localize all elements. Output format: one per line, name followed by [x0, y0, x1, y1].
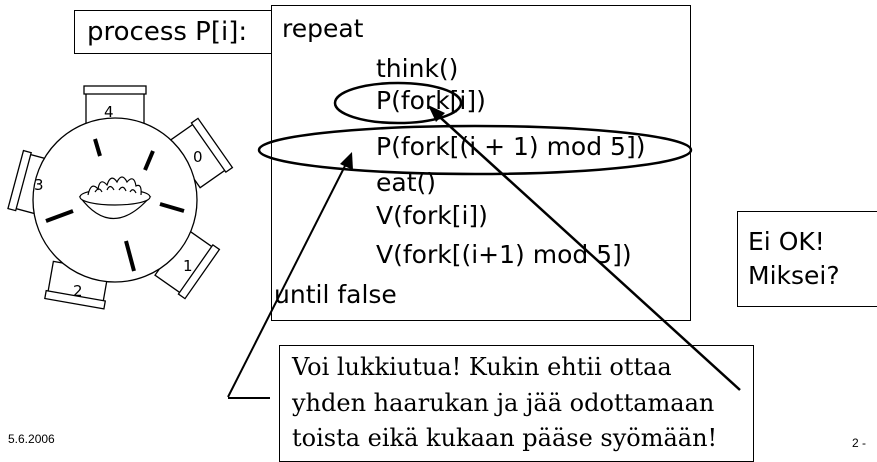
code-box: [271, 5, 691, 321]
arrow-line-right: [431, 109, 741, 391]
chair-0: [167, 117, 234, 189]
arrow-head-left: [340, 152, 353, 170]
footer-page: 2 -: [852, 436, 867, 450]
code-p-fork-next: P(fork[(i + 1) mod 5]): [376, 132, 646, 161]
arrow-line-left: [227, 159, 349, 398]
seat-number-2: 2: [73, 282, 83, 300]
question-line-1: Ei OK!: [748, 227, 825, 256]
fork-icon: [159, 202, 185, 213]
code-v-fork-next: V(fork[(i+1) mod 5]): [376, 240, 632, 269]
highlight-ellipse-p-fork-i: [333, 81, 463, 125]
code-until: until false: [274, 280, 397, 309]
note-line-1: Voi lukkiutua! Kukin ehtii ottaa: [292, 353, 672, 381]
highlight-ellipse-p-fork-next: [257, 124, 693, 176]
fork-icon: [143, 150, 155, 171]
fork-icon: [45, 209, 74, 223]
code-v-fork-i: V(fork[i]): [376, 201, 488, 230]
seat-number-3: 3: [34, 176, 44, 194]
fork-icon: [93, 138, 102, 157]
seat-number-0: 0: [193, 148, 203, 166]
question-line-2: Miksei?: [748, 261, 840, 290]
note-line-3: toista eikä kukaan pääse syömään!: [292, 424, 718, 452]
seat-number-1: 1: [183, 257, 193, 275]
salad-bowl-icon: [78, 176, 152, 220]
seat-number-4: 4: [104, 103, 114, 121]
code-think: think(): [376, 54, 459, 83]
question-box: [737, 211, 877, 307]
arrow-head-right: [428, 105, 445, 122]
fork-icon: [124, 240, 136, 272]
note-line-2: yhden haarukan ja jää odottamaan: [292, 389, 715, 417]
process-label: process P[i]:: [74, 10, 272, 54]
footer-date: 5.6.2006: [8, 432, 55, 446]
code-repeat: repeat: [282, 14, 364, 43]
forks: [45, 138, 185, 272]
